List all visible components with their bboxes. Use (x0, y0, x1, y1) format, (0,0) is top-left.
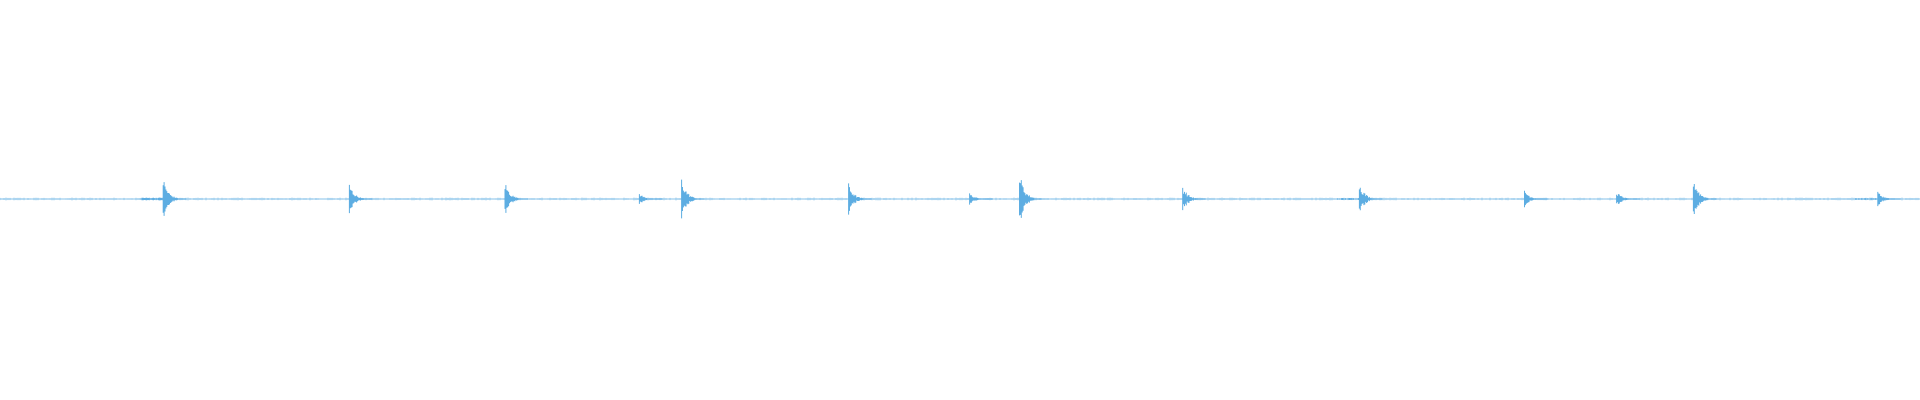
waveform-transient (681, 179, 705, 219)
waveform-transient (504, 185, 528, 213)
waveform-transient (140, 182, 187, 216)
waveform-transient (1524, 190, 1548, 208)
waveform-transients (140, 179, 1901, 219)
waveform-transient (1616, 194, 1640, 204)
waveform-transient (638, 194, 663, 204)
waveform-transient (348, 184, 373, 214)
waveform-transient (969, 193, 993, 205)
waveform-transient (1182, 187, 1206, 211)
waveform-transient (1336, 187, 1383, 211)
waveform-transient (848, 183, 872, 215)
waveform-transient (1019, 180, 1043, 218)
waveform-transient (1692, 184, 1717, 214)
waveform-transient (1855, 191, 1901, 207)
